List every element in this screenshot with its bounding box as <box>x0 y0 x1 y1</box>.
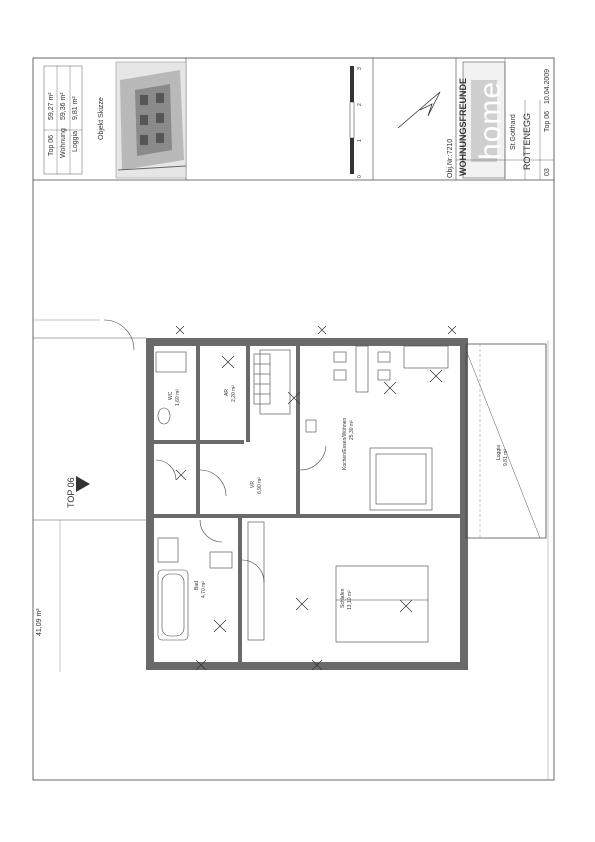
logo-text: home <box>474 80 507 160</box>
room-name-hall: VR <box>250 481 256 488</box>
room-area-bath: 4,70 m² <box>201 581 207 598</box>
room-area-kitchen-living: 25,30 m² <box>349 420 355 440</box>
scale-bar <box>349 66 355 174</box>
scale-mark-3: 3 <box>357 67 363 70</box>
scale-mark-1: 1 <box>357 139 363 142</box>
sheet-frame <box>32 57 555 781</box>
area-row-value-1: 59,27 m² <box>48 92 55 120</box>
scale-mark-0: 0 <box>357 175 363 178</box>
room-area-wc: 1,60 m² <box>175 389 181 406</box>
area-table-box <box>43 65 83 175</box>
outside-area: 41,09 m² <box>36 608 43 636</box>
plan-number: 03 <box>544 168 551 176</box>
room-name-bedroom: Schlafen <box>340 588 346 608</box>
unit-number: Top 06 <box>544 110 551 132</box>
area-row-label-1: Top 06 <box>48 134 55 156</box>
furniture <box>103 319 449 643</box>
walls <box>146 338 468 670</box>
sketch-label: Objekt Skizze <box>98 97 105 140</box>
company-name: WOHNUNGSFREUNDE <box>458 78 468 176</box>
room-name-kitchen-living: Kochen/Essen/Wohnen <box>342 417 348 470</box>
area-row-value-2: 59,36 m² <box>60 92 67 120</box>
room-name-storage: AR <box>224 389 230 396</box>
north-arrow-icon <box>397 91 441 129</box>
unit-arrow-icon <box>76 476 90 492</box>
room-area-bedroom: 13,10 m² <box>347 590 353 610</box>
room-area-hall: 6,90 m² <box>257 477 263 494</box>
object-number: Obj.Nr.:7210 <box>447 138 454 178</box>
light-fixture-icons <box>175 325 457 671</box>
scale-mark-2: 2 <box>357 103 363 106</box>
loggia-area <box>465 343 547 539</box>
area-row-value-3: 9,81 m² <box>72 96 79 120</box>
area-row-label-3: Loggia <box>72 130 79 152</box>
room-area-storage: 2,20 m² <box>231 385 237 402</box>
project-name: ROTTENEGG <box>522 112 532 170</box>
room-area-loggia: 9,81 m² <box>503 449 509 466</box>
plan-date: 10.04.2009 <box>544 68 551 104</box>
room-name-wc: WC <box>168 391 174 400</box>
room-name-bath: Bad <box>194 581 200 590</box>
location-label: St.Gotthard <box>510 114 517 150</box>
area-row-label-2: Wohnung <box>60 128 67 158</box>
unit-label: TOP 06 <box>66 477 76 508</box>
room-name-loggia: Loggia <box>496 444 502 460</box>
